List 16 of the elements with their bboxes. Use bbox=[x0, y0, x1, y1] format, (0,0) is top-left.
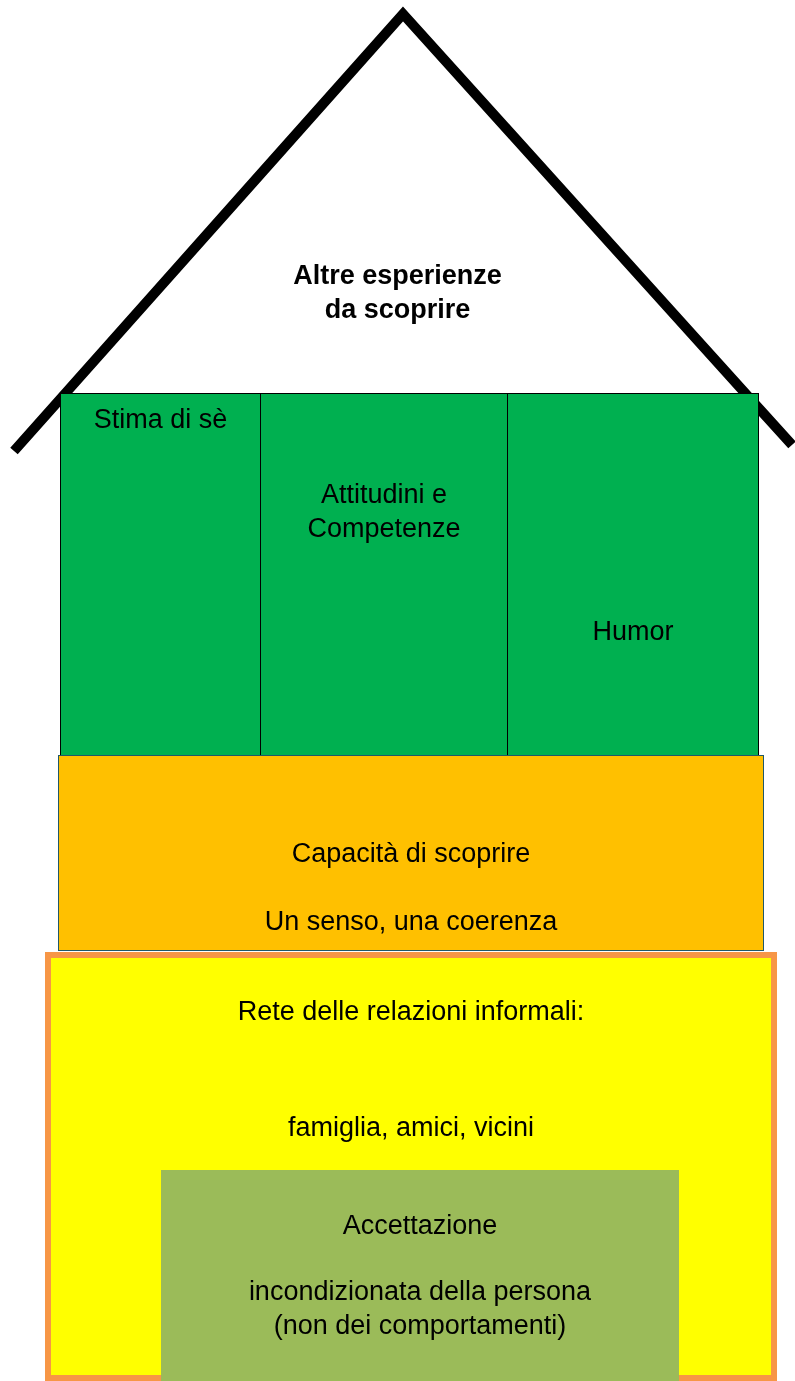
pillar-box bbox=[260, 393, 508, 758]
band-text: famiglia, amici, vicini bbox=[287, 1111, 535, 1144]
foundation-band bbox=[45, 952, 777, 1381]
band-text: Capacità di scoprire bbox=[291, 837, 531, 870]
pillar-box bbox=[507, 393, 759, 758]
band-text: Rete delle relazioni informali: bbox=[237, 995, 585, 1028]
inner-foundation-box bbox=[161, 1170, 679, 1381]
pillar-label: Humor bbox=[592, 615, 674, 648]
box-text: Accettazione bbox=[342, 1209, 498, 1242]
pillar-label: Attitudini e Competenze bbox=[306, 478, 462, 545]
floor-band bbox=[58, 755, 764, 951]
roof-text: Altre esperienze da scoprire bbox=[292, 259, 503, 326]
pillar-box bbox=[60, 393, 261, 758]
band-text: Un senso, una coerenza bbox=[264, 905, 558, 938]
pillar-label: Stima di sè bbox=[93, 403, 228, 436]
box-text: incondizionata della persona (non dei comportamenti) bbox=[247, 1275, 593, 1342]
